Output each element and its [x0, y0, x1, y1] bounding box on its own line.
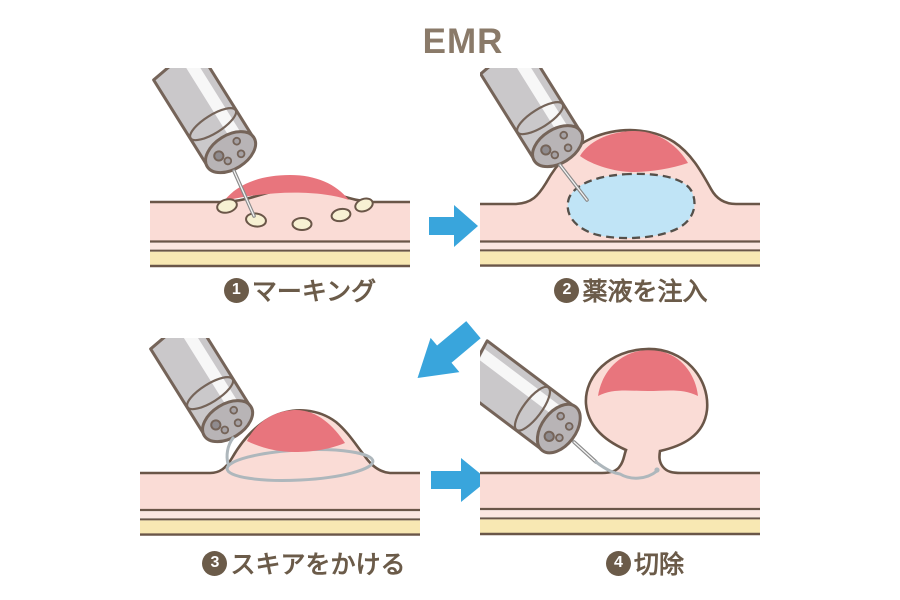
- step-3-label: 3 スキアをかける: [154, 545, 454, 581]
- step-1-marking-illustration: [150, 68, 410, 268]
- lesion-shape: [224, 175, 349, 201]
- arrow-right-icon: [429, 205, 478, 247]
- injection-needle: [232, 169, 256, 218]
- step-1-number-badge: 1: [223, 277, 249, 303]
- polyp-outline: [480, 347, 760, 475]
- injection-needle: [572, 440, 598, 464]
- snare-wire: [594, 460, 660, 480]
- diagram-title: EMR: [422, 22, 504, 61]
- step-2-label-text: 薬液を注入: [582, 278, 708, 306]
- injection-needle: [558, 163, 589, 202]
- tissue-layers: [140, 409, 420, 536]
- tissue-layers: [150, 187, 410, 268]
- endoscope-icon: [144, 338, 262, 452]
- lesion-shape: [247, 409, 345, 452]
- step-3-number-badge: 3: [202, 550, 228, 576]
- step-4-number-badge: 4: [605, 550, 631, 576]
- lesion-shape: [598, 349, 698, 396]
- step-1-label: 1 マーキング: [150, 272, 450, 308]
- step-3-label-text: スキアをかける: [230, 551, 406, 579]
- step-4-label-text: 切除: [633, 551, 684, 579]
- step-2-number-badge: 2: [554, 277, 580, 303]
- step-1-label-text: マーキング: [251, 278, 377, 306]
- endoscope-icon: [150, 68, 265, 183]
- step-3-snare-illustration: [140, 338, 420, 536]
- step-2-injection-illustration: [480, 68, 760, 267]
- step-4-resection-illustration: [480, 338, 760, 536]
- step-4-label: 4 切除: [495, 545, 795, 581]
- injected-fluid: [566, 172, 696, 240]
- marking-dots: [216, 197, 374, 231]
- snare-wire: [225, 436, 235, 466]
- step-2-label: 2 薬液を注入: [481, 272, 781, 308]
- arrow-right-icon: [431, 458, 488, 502]
- arrow-down-left-icon: [417, 321, 481, 379]
- lesion-shape: [580, 130, 688, 172]
